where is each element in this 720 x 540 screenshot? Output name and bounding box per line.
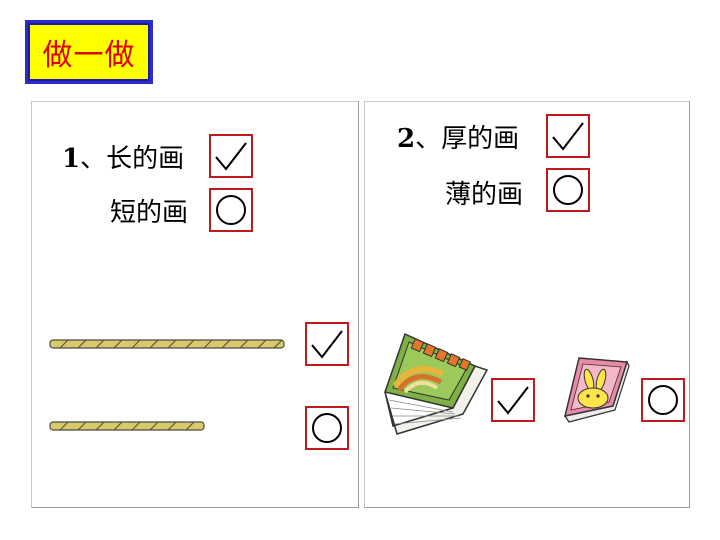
check-mark-icon <box>497 386 529 415</box>
right-panel: 2、厚的画 薄的画 <box>364 101 690 508</box>
check-mark-icon <box>311 330 343 359</box>
short-rope-answer-box[interactable] <box>305 406 349 450</box>
right-instruction-thin: 薄的画 <box>445 182 523 208</box>
instruction-thin-text: 薄的画 <box>445 180 524 210</box>
title-box: 做一做 <box>25 20 153 84</box>
legend-check-box <box>546 114 590 158</box>
instruction-long-text: 长的画 <box>106 144 185 174</box>
circle-mark-icon <box>216 195 246 225</box>
short-rope-icon <box>49 421 205 431</box>
question-separator: 、 <box>415 124 442 154</box>
thick-book-answer-box[interactable] <box>491 378 535 422</box>
question-number: 1 <box>62 144 81 174</box>
thick-book-icon <box>384 332 489 435</box>
question-separator: 、 <box>80 144 107 174</box>
instruction-thick-text: 厚的画 <box>441 124 520 154</box>
thin-book-answer-box[interactable] <box>641 378 685 422</box>
thin-book-icon <box>563 357 630 423</box>
check-mark-icon <box>552 122 584 151</box>
left-panel: 1、长的画 短的画 <box>31 101 359 508</box>
page-title: 做一做 <box>28 23 150 81</box>
long-rope-icon <box>49 339 285 349</box>
check-mark-icon <box>215 142 247 171</box>
legend-circle-box <box>209 188 253 232</box>
left-instruction-long: 1、长的画 <box>62 146 184 172</box>
legend-check-box <box>209 134 253 178</box>
question-number: 2 <box>397 124 416 154</box>
long-rope-answer-box[interactable] <box>305 322 349 366</box>
circle-mark-icon <box>312 413 342 443</box>
circle-mark-icon <box>553 175 583 205</box>
circle-mark-icon <box>648 385 678 415</box>
instruction-short-text: 短的画 <box>110 198 189 228</box>
right-instruction-thick: 2、厚的画 <box>397 126 519 152</box>
legend-circle-box <box>546 168 590 212</box>
left-instruction-short: 短的画 <box>110 200 188 226</box>
